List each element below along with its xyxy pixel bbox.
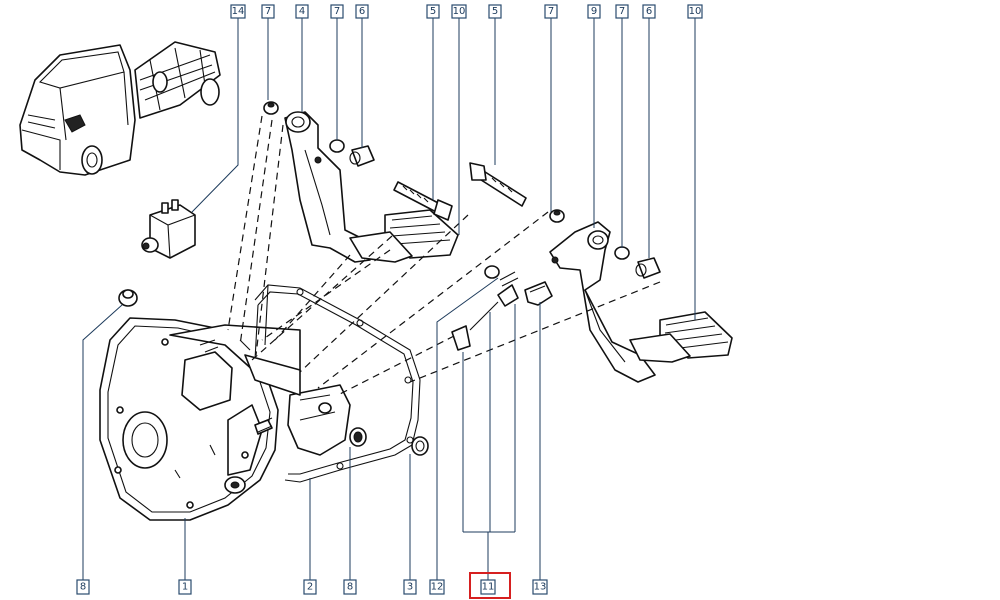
callout-6b: 6 — [642, 4, 656, 19]
callout-7b-label: 7 — [334, 6, 340, 17]
callout-3-label: 3 — [407, 582, 413, 593]
callout-2: 2 — [303, 579, 317, 595]
stud-part — [254, 417, 273, 433]
callout-3: 3 — [403, 579, 417, 595]
callout-8-left: 8 — [76, 579, 90, 595]
callout-5b-label: 5 — [492, 6, 498, 17]
callout-7d-label: 7 — [619, 6, 625, 17]
gasket-plate-part — [254, 284, 421, 483]
brake-pedal-pad-part — [349, 209, 459, 263]
nut-8-left-part — [118, 289, 138, 307]
callout-7a: 7 — [261, 4, 275, 19]
callout-9: 9 — [587, 4, 601, 19]
callout-2-label: 2 — [307, 582, 313, 593]
pedal-box-housing-part — [99, 317, 301, 521]
assembly-guide-lines — [227, 115, 661, 396]
bushing-7b-part — [329, 139, 345, 153]
centre-mounting-bracket-part — [244, 354, 351, 456]
clutch-pedal-arm-part — [549, 221, 656, 383]
callout-5b: 5 — [488, 4, 502, 19]
callout-1: 1 — [178, 579, 192, 595]
callout-6b-label: 6 — [646, 6, 652, 17]
callout-7a-label: 7 — [265, 6, 271, 17]
bushing-7d-part — [614, 246, 630, 260]
callout-10a-label: 10 — [453, 6, 466, 17]
clip-13-part — [524, 281, 553, 306]
callout-11: 11 — [469, 572, 511, 599]
callout-10a: 10 — [451, 4, 467, 19]
callout-10b: 10 — [687, 4, 703, 19]
pedal-switch-part — [141, 199, 196, 259]
bushing-6-right-part — [635, 257, 661, 279]
callout-8-middle: 8 — [343, 579, 357, 595]
callout-7c: 7 — [544, 4, 558, 19]
callout-7b: 7 — [330, 4, 344, 19]
van-chassis-cab-illustration — [19, 41, 221, 176]
callout-9-label: 9 — [591, 6, 597, 17]
callout-6a-label: 6 — [359, 6, 365, 17]
clutch-pedal-pad-part — [629, 311, 733, 363]
callout-13: 13 — [532, 579, 548, 595]
callout-1-label: 1 — [182, 582, 188, 593]
callout-4: 4 — [295, 4, 309, 19]
bolt-5-right-part — [469, 162, 527, 207]
callout-14-label: 14 — [232, 6, 245, 17]
callout-8-left-label: 8 — [80, 582, 86, 593]
callout-11-highlight-frame — [469, 572, 511, 599]
return-spring-assembly-part — [451, 265, 519, 351]
callout-7c-label: 7 — [548, 6, 554, 17]
callout-7d: 7 — [615, 4, 629, 19]
stud-part — [199, 339, 219, 353]
callout-11-label: 11 — [482, 582, 495, 593]
bushing-7-left-part — [263, 101, 279, 115]
nut-3-part — [411, 436, 429, 456]
callout-6a: 6 — [355, 4, 369, 19]
bushing-6-left-part — [349, 145, 375, 167]
callout-8-middle-label: 8 — [347, 582, 353, 593]
callout-5a-label: 5 — [430, 6, 436, 17]
callout-4-label: 4 — [299, 6, 305, 17]
callout-12: 12 — [429, 579, 445, 595]
callout-leader-lines — [82, 18, 696, 580]
bushing-7c-part — [549, 209, 565, 223]
callout-13-label: 13 — [534, 582, 547, 593]
bolt-5-left-part — [393, 181, 453, 221]
nut-8-middle-part — [349, 427, 367, 447]
callout-12-label: 12 — [431, 582, 444, 593]
callout-10b-label: 10 — [689, 6, 702, 17]
callout-14: 14 — [230, 4, 246, 19]
callout-5a: 5 — [426, 4, 440, 19]
